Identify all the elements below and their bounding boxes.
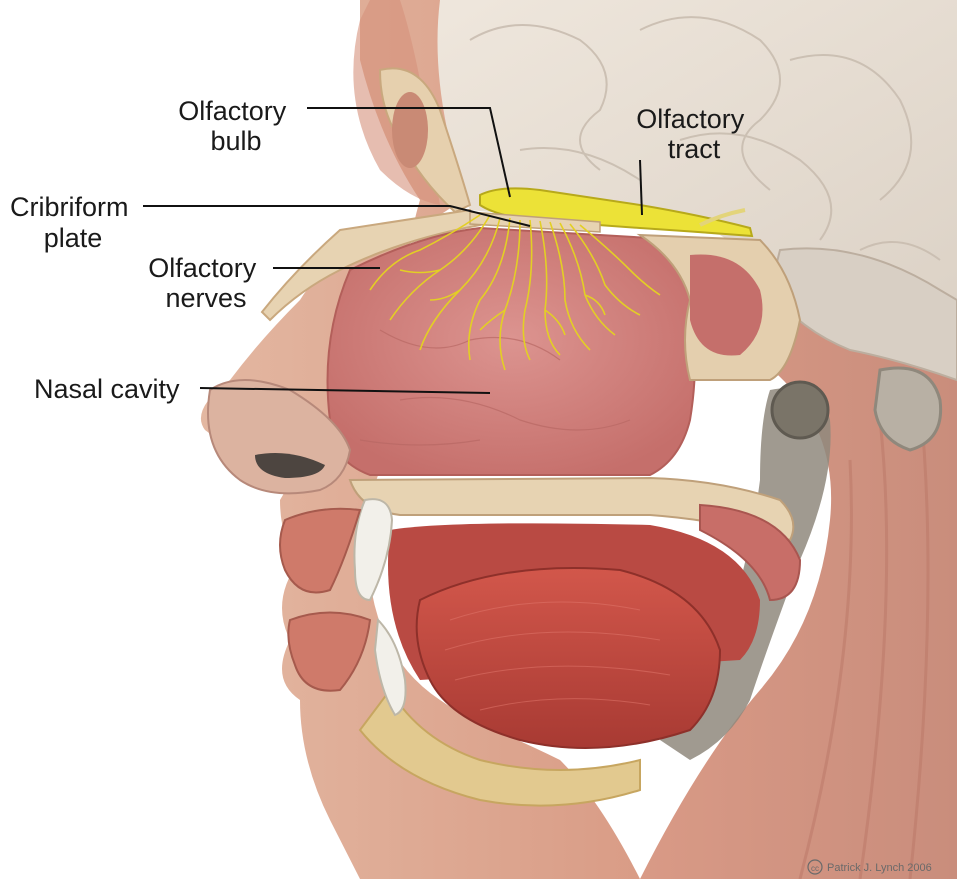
label-olfactory-bulb-line1: Olfactory	[178, 96, 287, 126]
tongue	[415, 567, 722, 749]
leader-cribriform-plate	[143, 205, 531, 227]
label-cribriform-plate: Cribriform plate	[10, 192, 136, 253]
label-olfactory-bulb: Olfactory bulb	[178, 96, 294, 156]
mucosa-veins	[359, 329, 631, 446]
tongue-fibers	[444, 601, 671, 711]
cc-mark: cc	[811, 864, 819, 873]
brain-gyri	[469, 16, 941, 261]
label-olfactory-nerves-line2: nerves	[165, 283, 246, 313]
credit-text: Patrick J. Lynch 2006	[827, 862, 932, 874]
eustachian-opening	[770, 380, 830, 440]
mandible	[358, 688, 641, 807]
cc-icon	[807, 859, 823, 875]
ear-cartilage	[873, 366, 943, 452]
nasal-bone	[260, 208, 482, 322]
soft-palate	[699, 503, 802, 602]
nasal-cavity-region	[326, 226, 696, 476]
label-cribriform-plate-line1: Cribriform	[10, 192, 129, 222]
label-cribriform-plate-line2: plate	[44, 223, 103, 253]
label-olfactory-nerves-line1: Olfactory	[148, 253, 257, 283]
lower-incisor	[373, 617, 407, 717]
olfactory-tract-extension	[699, 208, 746, 227]
credit-watermark: cc Patrick J. Lynch 2006	[807, 859, 932, 875]
upper-lip	[279, 507, 362, 594]
label-olfactory-nerves: Olfactory nerves	[148, 253, 264, 313]
lower-lip	[287, 611, 372, 692]
label-olfactory-bulb-line2: bulb	[210, 126, 261, 156]
olfactory-nerve-fibers	[369, 214, 661, 371]
nostril	[255, 452, 325, 478]
label-olfactory-tract-line1: Olfactory	[636, 104, 745, 134]
brainstem	[768, 247, 957, 382]
neck-muscle-bands	[798, 399, 930, 879]
frontal-sinus	[392, 92, 428, 168]
label-olfactory-tract: Olfactory tract	[636, 104, 752, 164]
upper-incisor	[353, 498, 394, 602]
label-nasal-cavity: Nasal cavity	[34, 374, 180, 404]
label-olfactory-tract-line2: tract	[668, 134, 721, 164]
leader-olfactory-tract	[639, 159, 643, 216]
leader-nasal-cavity	[199, 387, 491, 394]
leader-olfactory-bulb	[307, 107, 511, 198]
sphenoid-sinus	[690, 254, 763, 356]
cribriform-plate-bone	[469, 211, 601, 233]
